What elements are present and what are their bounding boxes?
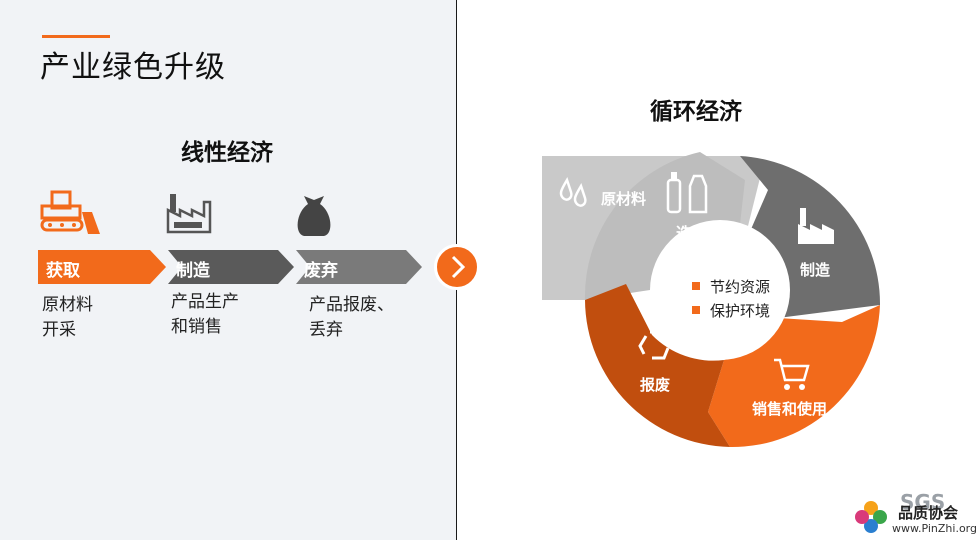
title-accent-bar — [42, 35, 110, 38]
step-make-label: 制造 — [176, 261, 210, 281]
segment-selection-label: 选材 — [676, 224, 707, 242]
segment-scrap-label: 报废 — [640, 376, 671, 394]
watermark-url: www.PinZhi.org — [892, 522, 977, 535]
watermark-brand: SGS — [900, 490, 946, 514]
step-get-label: 获取 — [46, 261, 80, 281]
bullet-square-icon — [692, 282, 700, 290]
trash-bag-icon — [297, 196, 331, 236]
next-arrow-button[interactable] — [434, 244, 480, 290]
benefit-save-resources: 节约资源 — [710, 277, 771, 296]
step-make-desc: 产品生产 和销售 — [171, 292, 239, 337]
segment-scrap — [585, 284, 730, 447]
step-get-chevron — [38, 250, 166, 284]
segment-sales-use — [708, 305, 880, 448]
shopping-cart-icon — [774, 358, 810, 390]
bulldozer-icon — [40, 190, 100, 234]
circular-economy-title: 循环经济 — [650, 99, 742, 125]
bullet-square-icon — [692, 306, 700, 314]
cycle-center — [650, 220, 790, 360]
bottles-icon — [666, 172, 708, 214]
linear-economy-title: 线性经济 — [181, 140, 273, 166]
chevron-right-icon — [451, 255, 466, 279]
page-title: 产业绿色升级 — [40, 50, 226, 85]
step-get-desc: 原材料 开采 — [42, 295, 93, 340]
step-discard-desc: 产品报废、 丢弃 — [309, 295, 394, 340]
pinzhi-watermark: SGS 品质协会 www.PinZhi.org — [852, 490, 977, 536]
step-discard-chevron — [296, 250, 422, 284]
benefit-protect-environment: 保护环境 — [710, 301, 771, 320]
factory-icon — [166, 194, 212, 234]
step-make-chevron — [168, 250, 294, 284]
segment-sales-use-label: 销售和使用 — [752, 400, 828, 418]
step-discard-label: 废弃 — [304, 261, 338, 281]
recycle-icon — [638, 330, 670, 360]
droplets-icon — [559, 177, 587, 207]
benefit-item: 保护环境 — [692, 298, 770, 322]
flower-logo-icon — [855, 501, 887, 533]
segment-raw-material-label: 原材料 — [601, 190, 647, 208]
factory-icon — [798, 208, 834, 244]
benefit-item: 节约资源 — [692, 274, 770, 298]
watermark-org: 品质协会 — [898, 504, 959, 522]
segment-manufacturing-label: 制造 — [800, 261, 831, 279]
linear-process-arrows — [38, 250, 422, 284]
center-benefits-list: 节约资源 保护环境 — [692, 274, 770, 322]
